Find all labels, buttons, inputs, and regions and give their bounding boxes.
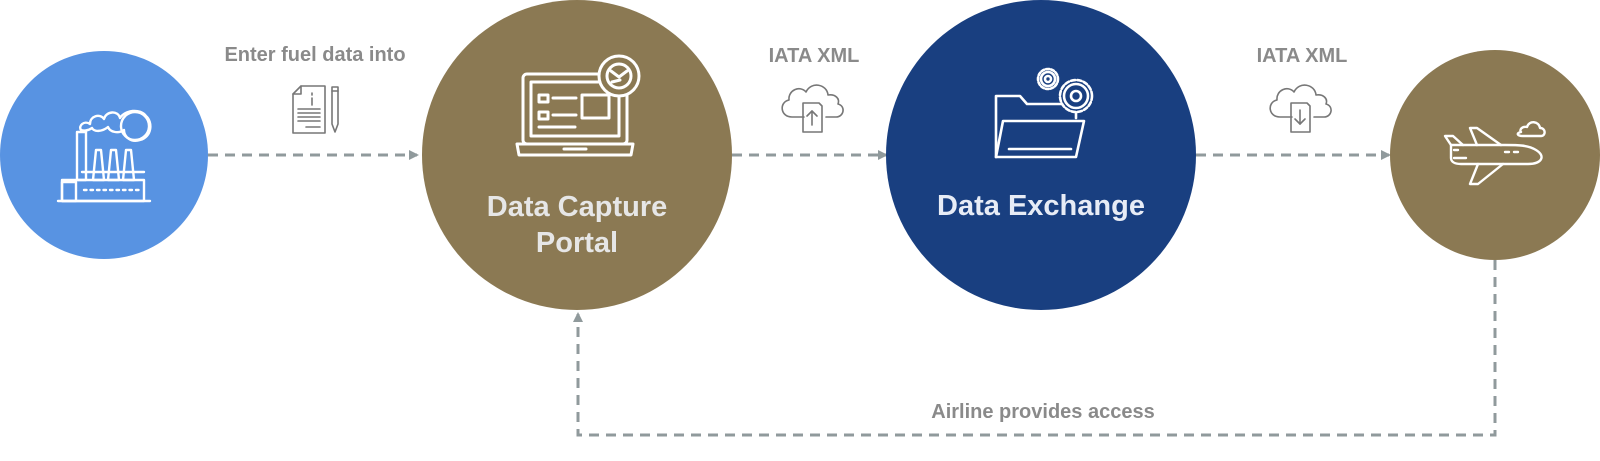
airplane-icon	[1445, 122, 1545, 184]
folder-gears-icon	[996, 69, 1092, 157]
exchange-node	[886, 0, 1196, 310]
factory-icon	[58, 111, 150, 201]
edge-label-enter-fuel-data: Enter fuel data into	[224, 44, 405, 66]
cloud-upload-icon	[782, 85, 843, 132]
edge-label-iata-xml-2: IATA XML	[1257, 45, 1348, 67]
portal-label-line-1: Data Capture	[487, 191, 668, 223]
edge-label-iata-xml-1: IATA XML	[769, 45, 860, 67]
factory-node	[0, 51, 208, 259]
cloud-download-icon	[1270, 85, 1331, 132]
laptop-icon	[517, 56, 639, 155]
portal-label-line-2: Portal	[536, 227, 618, 259]
document-pencil-icon	[293, 86, 338, 133]
connectors	[208, 150, 1497, 437]
airline-node	[1390, 50, 1600, 260]
exchange-label: Data Exchange	[937, 190, 1145, 222]
edge-label-airline-provides-access: Airline provides access	[931, 401, 1154, 423]
connector-airline-to-portal	[573, 260, 1497, 437]
